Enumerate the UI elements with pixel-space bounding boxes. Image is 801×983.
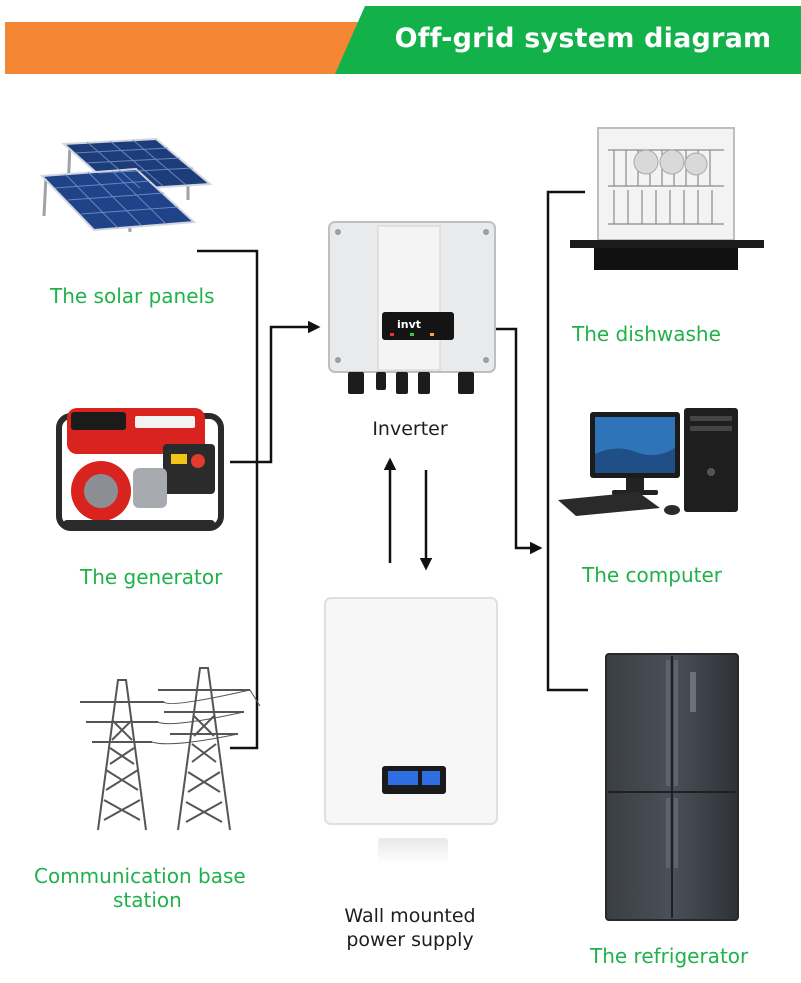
refrigerator-label: The refrigerator [590,944,749,968]
transmission-tower-icon [80,667,261,831]
load-bus [546,190,588,692]
solar-panel-icon [39,137,213,233]
solar-connector [197,249,259,750]
generator-icon [56,408,224,531]
inverter-output-connector [496,327,543,555]
inverter-brand-logo: invt [396,318,422,331]
base-station-label-line2: station [113,888,182,912]
computer-label: The computer [582,563,723,587]
refrigerator-icon [605,653,739,921]
inverter-label: Inverter [372,418,448,440]
header-green-band [335,6,801,74]
solar-panels-label: The solar panels [50,284,215,308]
base-station-label-line1: Communication base [34,864,246,888]
dishwasher-icon [570,127,764,270]
battery-icon [324,597,498,864]
header-orange-band [5,22,405,74]
generator-label: The generator [80,565,223,589]
inverter-icon [328,221,496,394]
dishwasher-label: The dishwashe [572,322,721,346]
battery-label-line1: Wall mounted [344,905,476,927]
computer-icon [558,408,738,516]
battery-label-line2: power supply [346,929,474,951]
page-title: Off-grid system diagram [394,23,772,54]
generator-connector [230,320,321,464]
